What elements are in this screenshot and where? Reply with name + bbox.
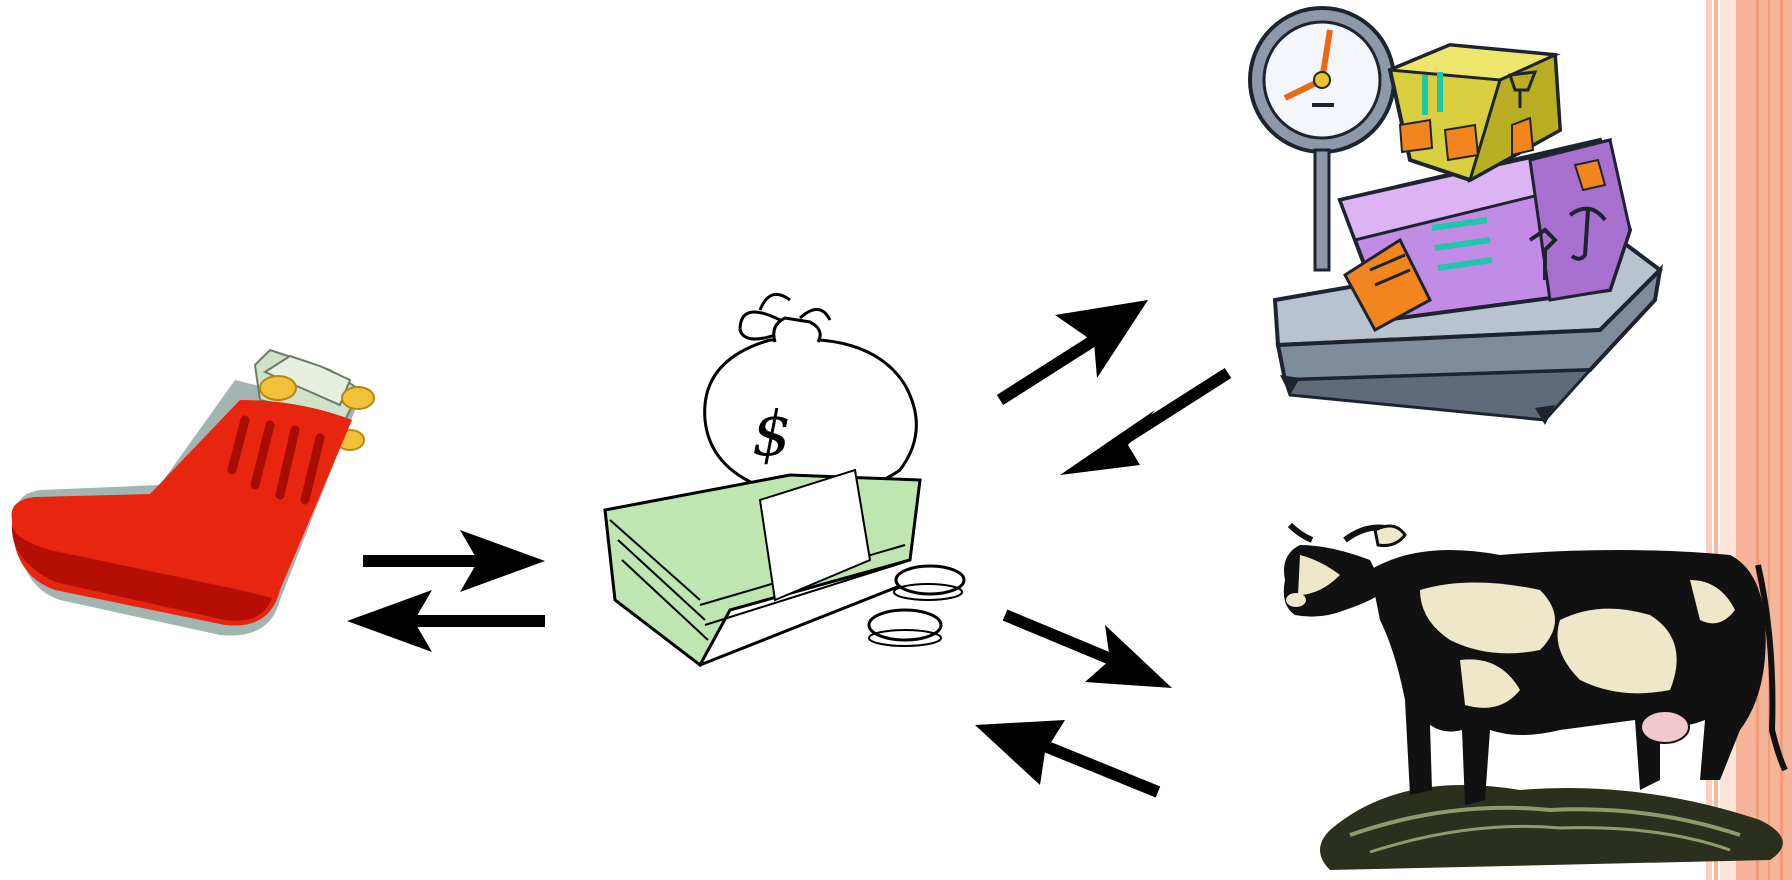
scale-with-packages-icon [1250, 8, 1660, 425]
arrow-money-to-goods-icon [1000, 300, 1148, 400]
arrow-cow-to-money-icon [975, 720, 1158, 792]
sock-with-money-icon [11, 350, 374, 636]
dollar-sign-glyph: $ [752, 397, 791, 470]
cow-icon [1284, 525, 1785, 870]
arrow-sock-to-money-icon [363, 530, 545, 592]
arrow-money-to-sock-icon [347, 590, 545, 652]
arrow-money-to-cow-icon [1005, 615, 1172, 688]
arrow-goods-to-money-icon [1060, 373, 1228, 475]
money-bag-and-bills-icon: $ [605, 294, 964, 665]
